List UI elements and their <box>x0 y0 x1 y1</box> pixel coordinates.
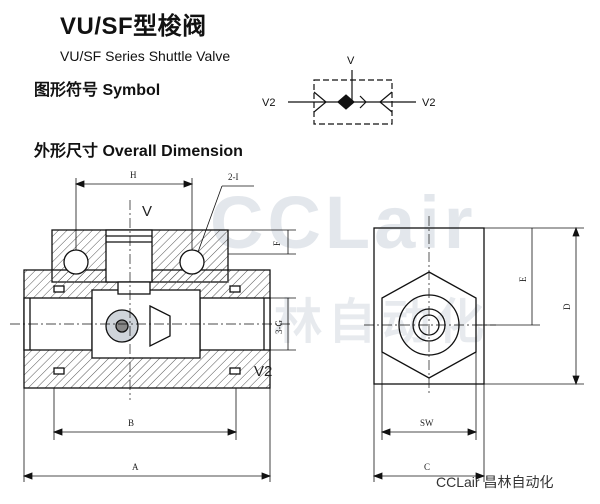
dim-label-g: 3-G <box>274 320 284 334</box>
dim-label-e: E <box>518 276 528 282</box>
page-subtitle: VU/SF Series Shuttle Valve <box>60 48 231 64</box>
dim-label-d: D <box>562 303 572 310</box>
section-dimension-heading: 外形尺寸 Overall Dimension <box>34 143 243 160</box>
dim-label-c: C <box>424 462 430 472</box>
drawing-port-side: V2 <box>254 363 272 380</box>
symbol-port-right: V2 <box>422 97 435 109</box>
symbol-port-left: V2 <box>262 97 275 109</box>
dim-label-f: F <box>272 241 282 246</box>
dim-label-b: B <box>128 418 134 428</box>
dim-label-a: A <box>132 462 139 472</box>
dim-label-port-thread: 2-I <box>228 172 239 182</box>
footer-brand: CCLair 昌林自动化 <box>436 474 554 490</box>
dim-label-sw: SW <box>420 418 434 428</box>
dim-label-h: H <box>130 170 137 180</box>
page-title: VU/SF型梭阀 <box>60 13 207 40</box>
section-symbol-heading: 图形符号 Symbol <box>34 82 161 99</box>
symbol-port-top: V <box>347 55 355 67</box>
drawing-port-top: V <box>142 203 152 220</box>
